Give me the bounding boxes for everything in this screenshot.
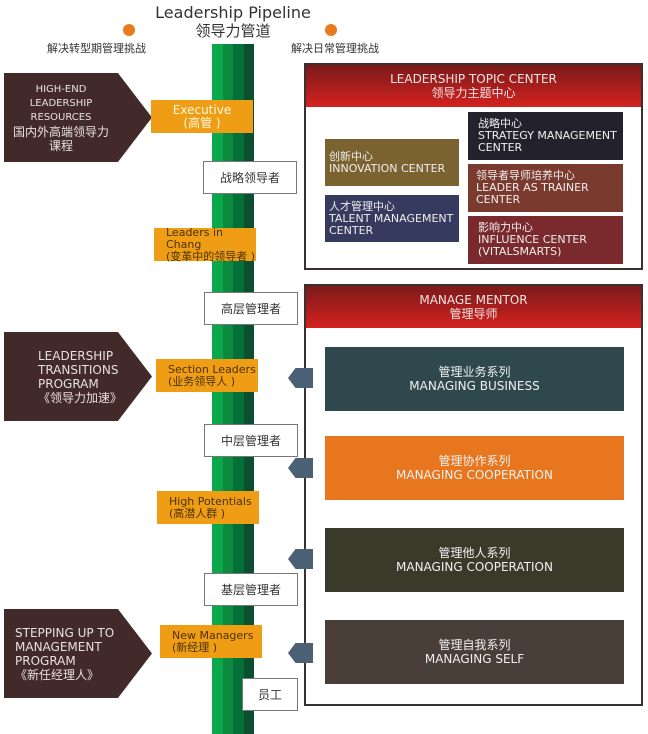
level-en: Section Leaders <box>168 362 256 376</box>
program-line: HIGH-END <box>35 83 87 95</box>
program-line: PROGRAM <box>15 653 76 668</box>
level-en: New Managers <box>172 628 254 642</box>
center-en: TALENT MANAGEMENT CENTER <box>329 211 454 237</box>
center-en: INNOVATION CENTER <box>329 161 446 175</box>
orange-dot-icon <box>325 24 337 36</box>
orange-dot-icon <box>123 24 135 36</box>
program-line: MANAGEMENT <box>15 639 102 654</box>
panel-title-en: MANAGE MENTOR <box>419 293 528 307</box>
series-cn: 管理业务系列 <box>438 365 511 379</box>
program-cn: 《新任经理人》 <box>15 667 100 682</box>
arrow-left-icon <box>288 549 313 569</box>
level-new-managers: New Managers(新经理 ) <box>160 625 262 658</box>
center-cn: 影响力中心 <box>478 221 533 234</box>
level-cn: (高管 ) <box>183 115 221 130</box>
series-en: MANAGING BUSINESS <box>409 379 540 393</box>
panel-header: MANAGE MENTOR 管理导师 <box>306 286 641 328</box>
level-en: Leaders in Chang <box>166 225 223 251</box>
level-en: Executive <box>172 102 232 117</box>
program-stepping-up: STEPPING UP TO MANAGEMENT PROGRAM 《新任经理人… <box>4 609 152 698</box>
level-cn: (业务领导人 ) <box>168 374 236 388</box>
series-cn: 管理自我系列 <box>438 638 511 652</box>
level-leaders-in-change: Leaders in Chang(变革中的领导者 ) <box>154 225 256 263</box>
arrow-left-icon <box>288 458 313 478</box>
program-cn: 《领导力加速》 <box>38 390 123 405</box>
panel-title-en: LEADERSHIP TOPIC CENTER <box>390 72 557 86</box>
program-line: PROGRAM <box>38 376 99 391</box>
level-executive: Executive(高管 ) <box>151 100 253 133</box>
role-middle-manager: 中层管理者 <box>204 424 298 457</box>
series-en: MANAGING COOPERATION <box>396 468 553 482</box>
level-cn: (高潜人群 ) <box>169 506 226 520</box>
center-en: INFLUENCE CENTER (VITALSMARTS) <box>478 233 587 258</box>
center-cn: 创新中心 <box>329 149 373 163</box>
arrow-left-icon <box>288 643 313 663</box>
right-caption: 解决日常管理挑战 <box>291 42 379 55</box>
series-en: MANAGING SELF <box>424 652 525 666</box>
title-en: Leadership Pipeline <box>155 3 311 22</box>
level-en: High Potentials <box>169 494 252 508</box>
program-line: LEADERSHIP <box>29 97 93 109</box>
program-cn: 国内外高端领导力课程 <box>12 124 109 153</box>
panel-title-cn: 领导力主题中心 <box>431 86 516 100</box>
level-high-potentials: High Potentials(高潜人群 ) <box>157 491 259 524</box>
center-cn: 战略中心 <box>478 117 522 130</box>
arrow-left-icon <box>288 368 313 388</box>
level-cn: (变革中的领导者 ) <box>166 249 256 263</box>
series-en: MANAGING COOPERATION <box>396 560 553 574</box>
program-line: TRANSITIONS <box>38 362 119 377</box>
level-section-leaders: Section Leaders(业务领导人 ) <box>156 359 258 392</box>
level-cn: (新经理 ) <box>172 640 218 654</box>
center-cn: 领导者导师培养中心 <box>476 169 575 182</box>
panel-header: LEADERSHIP TOPIC CENTER 领导力主题中心 <box>306 65 641 107</box>
series-cn: 管理协作系列 <box>438 454 511 468</box>
series-cn: 管理他人系列 <box>438 546 511 560</box>
center-en: STRATEGY MANAGEMENT CENTER <box>478 129 617 154</box>
program-line: LEADERSHIP <box>38 348 114 363</box>
left-caption: 解决转型期管理挑战 <box>47 42 146 55</box>
role-senior-manager: 高层管理者 <box>204 292 298 325</box>
role-strategic-leader: 战略领导者 <box>203 161 297 194</box>
center-cn: 人才管理中心 <box>329 199 395 213</box>
panel-title-cn: 管理导师 <box>449 307 498 321</box>
program-high-end: HIGH-END LEADERSHIP RESOURCES 国内外高端领导力课程 <box>4 73 152 162</box>
title-cn: 领导力管道 <box>195 22 271 40</box>
program-line: RESOURCES <box>30 111 92 123</box>
center-en: LEADER AS TRAINER CENTER <box>476 181 589 206</box>
role-employee: 员工 <box>242 678 298 711</box>
role-first-line-manager: 基层管理者 <box>204 573 298 606</box>
program-transitions: LEADERSHIP TRANSITIONS PROGRAM 《领导力加速》 <box>4 332 152 421</box>
program-line: STEPPING UP TO <box>15 625 115 640</box>
